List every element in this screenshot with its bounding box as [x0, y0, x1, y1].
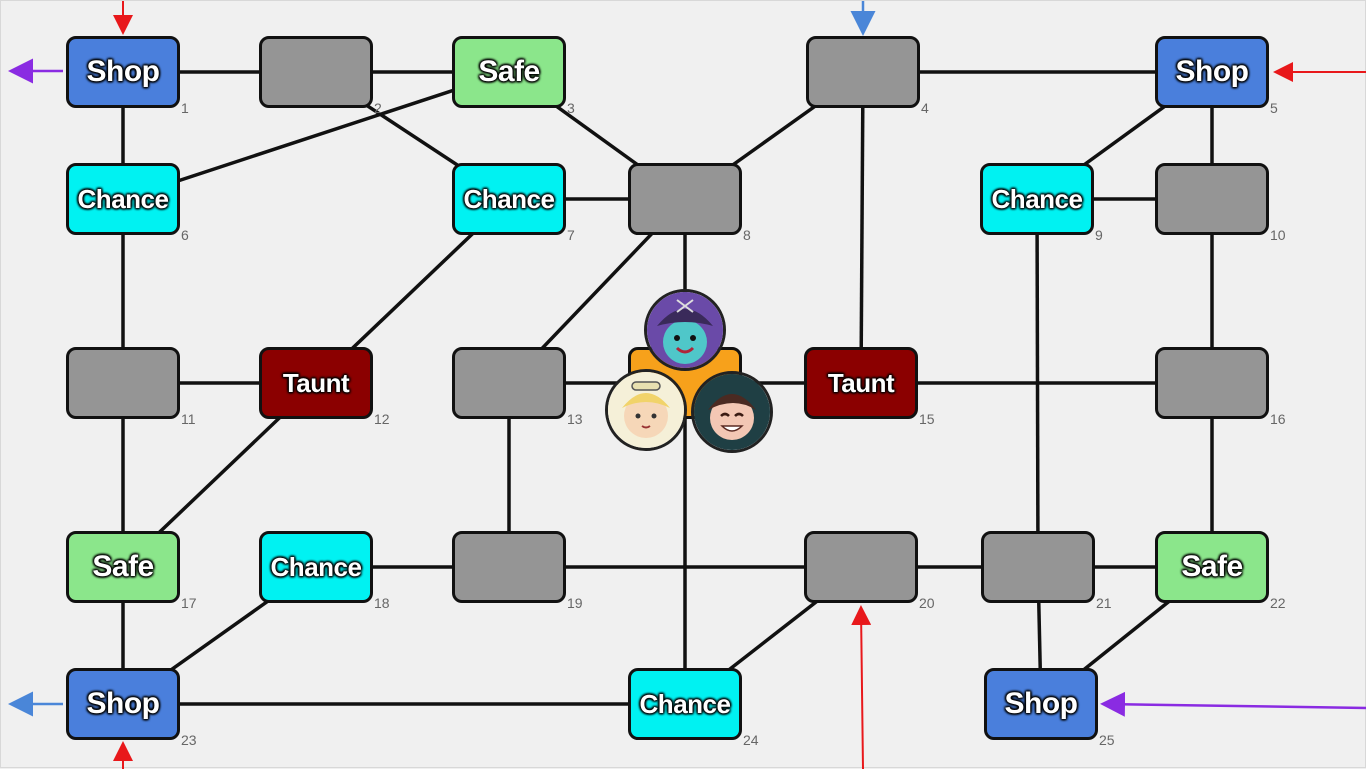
- tile-3-safe[interactable]: Safe: [452, 36, 566, 108]
- tile-number: 10: [1270, 227, 1286, 243]
- tile-label: Taunt: [827, 367, 895, 398]
- connection-9-21: [1035, 198, 1040, 568]
- tile-number: 8: [743, 227, 751, 243]
- entry-arrow-red: [851, 605, 872, 769]
- tile-12-taunt[interactable]: Taunt: [259, 347, 373, 419]
- tile-label: Chance: [77, 183, 169, 214]
- tile-label: Shop: [1175, 55, 1250, 88]
- tile-number: 22: [1270, 595, 1286, 611]
- tile-number: 21: [1096, 595, 1112, 611]
- tile-10-empty[interactable]: [1155, 163, 1269, 235]
- tile-number: 7: [567, 227, 575, 243]
- entry-arrow-purple: [1100, 691, 1366, 717]
- tile-number: 25: [1099, 732, 1115, 748]
- tile-label: Safe: [478, 55, 540, 88]
- tile-number: 1: [181, 100, 189, 116]
- tile-19-empty[interactable]: [452, 531, 566, 603]
- tile-5-shop[interactable]: Shop: [1155, 36, 1269, 108]
- tile-17-safe[interactable]: Safe: [66, 531, 180, 603]
- tile-number: 6: [181, 227, 189, 243]
- tile-11-empty[interactable]: [66, 347, 180, 419]
- tile-22-safe[interactable]: Safe: [1155, 531, 1269, 603]
- tile-9-chance[interactable]: Chance: [980, 163, 1094, 235]
- tile-label: Shop: [86, 55, 161, 88]
- tile-label: Taunt: [282, 367, 350, 398]
- player-blonde-avatar[interactable]: [605, 369, 687, 451]
- tile-20-empty[interactable]: [804, 531, 918, 603]
- tile-label: Chance: [463, 183, 555, 214]
- tile-number: 15: [919, 411, 935, 427]
- tile-number: 2: [374, 100, 382, 116]
- tile-label: Chance: [991, 183, 1083, 214]
- tile-number: 17: [181, 595, 197, 611]
- tile-number: 12: [374, 411, 390, 427]
- tile-number: 3: [567, 100, 575, 116]
- tile-4-empty[interactable]: [806, 36, 920, 108]
- tile-label: Shop: [1004, 687, 1079, 720]
- tile-number: 19: [567, 595, 583, 611]
- tile-number: 13: [567, 411, 583, 427]
- tile-number: 4: [921, 100, 929, 116]
- tile-23-shop[interactable]: Shop: [66, 668, 180, 740]
- tile-number: 5: [1270, 100, 1278, 116]
- tile-number: 24: [743, 732, 759, 748]
- tile-16-empty[interactable]: [1155, 347, 1269, 419]
- tile-label: Safe: [92, 550, 154, 583]
- tile-2-empty[interactable]: [259, 36, 373, 108]
- tile-number: 9: [1095, 227, 1103, 243]
- player-squid-avatar[interactable]: [644, 289, 726, 371]
- tile-label: Chance: [639, 688, 731, 719]
- tile-number: 23: [181, 732, 197, 748]
- tile-15-taunt[interactable]: Taunt: [804, 347, 918, 419]
- tile-number: 11: [181, 411, 196, 427]
- tile-6-chance[interactable]: Chance: [66, 163, 180, 235]
- tile-label: Safe: [1181, 550, 1243, 583]
- tile-number: 20: [919, 595, 935, 611]
- tile-8-empty[interactable]: [628, 163, 742, 235]
- tile-13-empty[interactable]: [452, 347, 566, 419]
- connection-4-15: [859, 71, 865, 384]
- tile-label: Shop: [86, 687, 161, 720]
- tile-21-empty[interactable]: [981, 531, 1095, 603]
- player-brunette-avatar[interactable]: [691, 371, 773, 453]
- tile-7-chance[interactable]: Chance: [452, 163, 566, 235]
- tile-number: 18: [374, 595, 390, 611]
- connection-3-6: [122, 70, 510, 201]
- tile-label: Chance: [270, 551, 362, 582]
- tile-1-shop[interactable]: Shop: [66, 36, 180, 108]
- tile-25-shop[interactable]: Shop: [984, 668, 1098, 740]
- tile-18-chance[interactable]: Chance: [259, 531, 373, 603]
- tile-number: 16: [1270, 411, 1286, 427]
- tile-24-chance[interactable]: Chance: [628, 668, 742, 740]
